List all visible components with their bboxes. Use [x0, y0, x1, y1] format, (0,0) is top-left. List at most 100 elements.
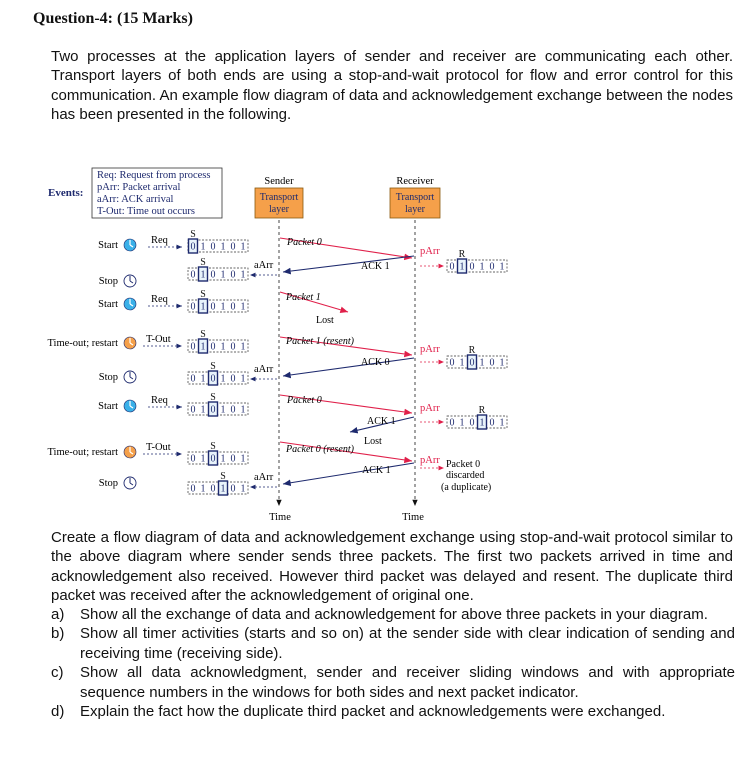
active-window-slot: [456, 258, 468, 274]
receiver-time-label: Time: [402, 512, 424, 523]
active-window-slot: [217, 480, 229, 496]
legend-box: [91, 167, 223, 219]
send-pointer-marker: S: [210, 441, 216, 452]
active-window-slot: [197, 266, 209, 282]
sequence-number: 1: [221, 302, 226, 313]
sequence-number: 1: [241, 484, 246, 495]
active-window-slot: [476, 414, 488, 430]
sequence-number: 1: [241, 405, 246, 416]
sequence-number: 0: [231, 270, 236, 281]
trigger-label: Req: [151, 395, 169, 406]
ack-label: ACK 1: [362, 465, 391, 476]
lost-label: Lost: [364, 436, 382, 447]
subquestion-text: Show all timer activities (starts and so…: [80, 625, 735, 662]
timer-start-icon: [123, 297, 137, 311]
active-window-slot: [466, 354, 478, 370]
timer-stop-icon: [123, 370, 137, 384]
sequence-number: 0: [450, 358, 455, 369]
active-window-slot: [207, 401, 219, 417]
timer-event-label: Stop: [99, 372, 118, 383]
question-title: Question-4: (15 Marks): [33, 10, 193, 27]
receiver-note: discarded: [446, 470, 484, 481]
sequence-number: 0: [191, 302, 196, 313]
sequence-number: 0: [450, 262, 455, 273]
sequence-number: 0: [231, 405, 236, 416]
sequence-number: 1: [221, 342, 226, 353]
sender-header: Sender: [264, 176, 294, 187]
active-window-slot: [207, 370, 219, 386]
timer-event-label: Start: [98, 299, 118, 310]
sequence-number: 0: [211, 242, 216, 253]
send-pointer-marker: S: [200, 257, 206, 268]
sequence-number: 0: [191, 342, 196, 353]
sequence-number: 1: [221, 454, 226, 465]
receiver-event-label: pArr: [420, 344, 440, 355]
active-window-slot: [197, 298, 209, 314]
legend-item: Req: Request from process: [97, 170, 210, 181]
sequence-number: 1: [201, 242, 206, 253]
sequence-number: 1: [480, 358, 485, 369]
timer-event-label: Start: [98, 240, 118, 251]
sequence-number: 0: [191, 484, 196, 495]
sender-transport-box: [254, 187, 304, 219]
trigger-label: Req: [151, 235, 169, 246]
sequence-number: 1: [480, 418, 485, 429]
sequence-number: 0: [470, 262, 475, 273]
sequence-number: 1: [500, 358, 505, 369]
packet-arrow: [279, 441, 413, 464]
subquestion-list: a)Show all the exchange of data and ackn…: [51, 605, 735, 721]
timer-start-icon: [123, 399, 137, 413]
packet-arrow: [279, 336, 413, 358]
sender-box-line: Transport: [260, 192, 299, 203]
sequence-number: 0: [231, 242, 236, 253]
sequence-number: 0: [490, 358, 495, 369]
sequence-number: 0: [191, 454, 196, 465]
subquestion-text: Explain the fact how the duplicate third…: [80, 703, 666, 721]
sequence-number: 1: [241, 454, 246, 465]
sequence-number: 0: [490, 262, 495, 273]
packet-label: Packet 0: [286, 237, 322, 248]
sequence-number: 1: [460, 358, 465, 369]
sequence-number: 1: [201, 484, 206, 495]
timer-event-label: Start: [98, 401, 118, 412]
sequence-number: 0: [191, 405, 196, 416]
receiver-note: Packet 0: [446, 459, 480, 470]
packet-label: Packet 0: [286, 395, 322, 406]
send-pointer-marker: S: [200, 289, 206, 300]
sequence-number: 0: [191, 242, 196, 253]
receiver-event-label: pArr: [420, 403, 440, 414]
intro-paragraph: Two processes at the application layers …: [51, 48, 733, 124]
subquestion-item: d)Explain the fact how the duplicate thi…: [51, 702, 735, 721]
sequence-number: 1: [241, 242, 246, 253]
receiver-note: (a duplicate): [441, 482, 491, 493]
send-pointer-marker: S: [220, 471, 226, 482]
sequence-number: 0: [231, 484, 236, 495]
trigger-label: aArr: [254, 472, 274, 483]
subquestion-item: a)Show all the exchange of data and ackn…: [51, 605, 735, 624]
sequence-number: 0: [231, 302, 236, 313]
timer-start-icon: [123, 238, 137, 252]
sequence-number: 0: [211, 302, 216, 313]
sequence-number: 1: [201, 342, 206, 353]
receiver-event-label: pArr: [420, 246, 440, 257]
packet-label: Packet 1 (resent): [285, 336, 355, 347]
ack-arrow: [282, 357, 415, 379]
timer-stop-icon: [123, 274, 137, 288]
packet-label: Packet 0 (resent): [285, 444, 355, 455]
subquestion-label: b): [51, 625, 65, 643]
sequence-number: 1: [460, 262, 465, 273]
task-paragraph: Create a flow diagram of data and acknow…: [51, 529, 733, 605]
sequence-number: 1: [241, 374, 246, 385]
timer-event-label: Time-out; restart: [48, 338, 119, 349]
sequence-number: 0: [211, 484, 216, 495]
ack-arrow: [282, 255, 415, 275]
receiver-event-label: pArr: [420, 455, 440, 466]
trigger-label: T-Out: [146, 442, 171, 453]
subquestion-item: c)Show all data acknowledgment, sender a…: [51, 663, 735, 702]
packet-arrow: [279, 237, 413, 261]
